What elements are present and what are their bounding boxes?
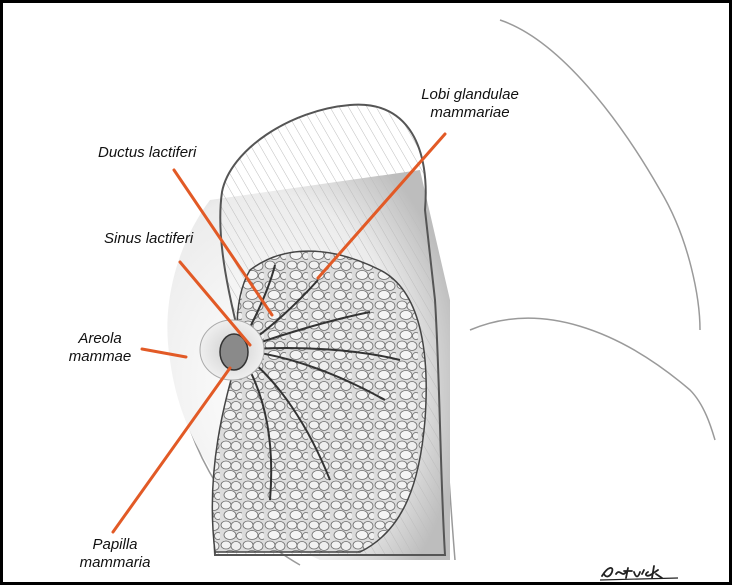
label-sinus-lactiferi: Sinus lactiferi — [104, 230, 193, 248]
label-papilla-line1: Papilla — [55, 536, 175, 554]
gland-lobes — [212, 251, 426, 552]
label-areola-line2: mammae — [55, 348, 145, 366]
label-papilla-line2: mammaria — [55, 554, 175, 572]
label-areola-line1: Areola — [55, 330, 145, 348]
label-lobi-line2: mammariae — [360, 104, 580, 122]
label-papilla-mammaria: Papilla mammaria — [55, 536, 175, 572]
artist-signature — [598, 562, 688, 582]
label-areola-mammae: Areola mammae — [55, 330, 145, 366]
label-lobi-line1: Lobi glandulae — [360, 86, 580, 104]
label-lobi-glandulae-mammariae: Lobi glandulae mammariae — [360, 86, 580, 122]
label-ductus-lactiferi: Ductus lactiferi — [98, 144, 196, 162]
